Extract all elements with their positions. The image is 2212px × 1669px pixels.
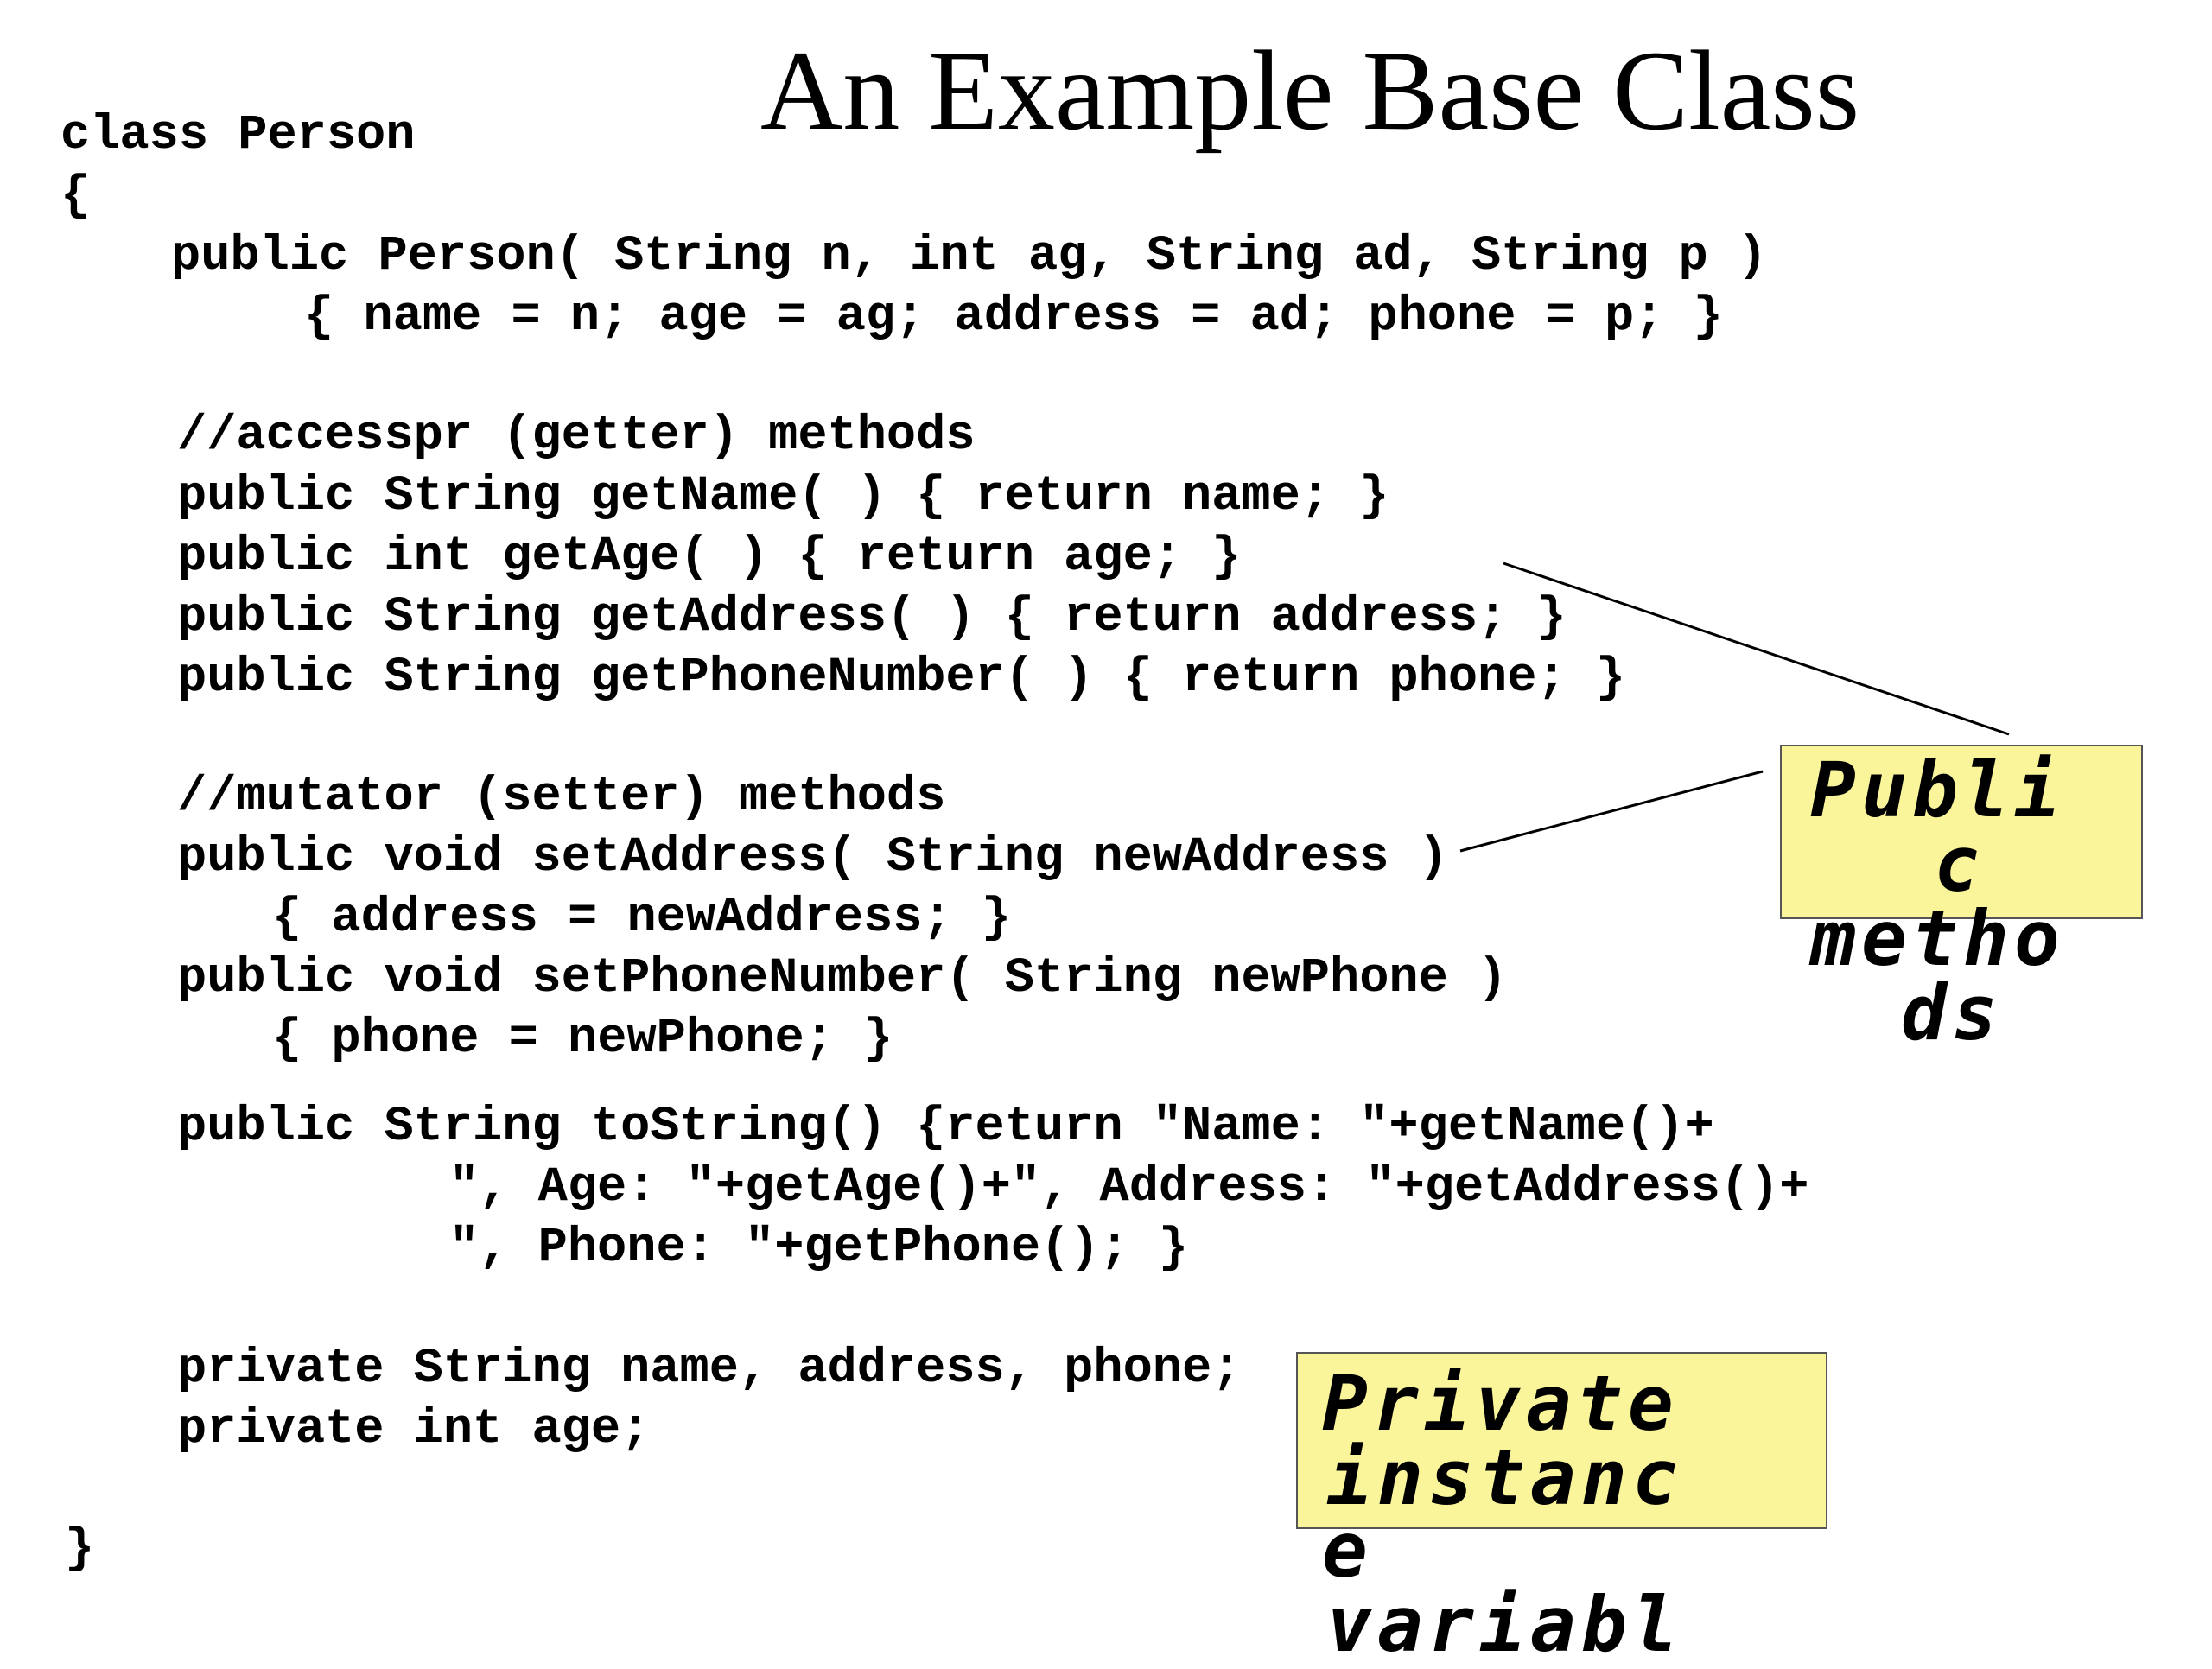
slide-title: An Example Base Class (760, 27, 1860, 154)
code-line: private String name, address, phone; (177, 1342, 1242, 1397)
public-methods-label-4: ds (1901, 968, 2003, 1057)
public-methods-callout-box (1780, 745, 2143, 919)
code-line: public String getName( ) { return name; … (177, 469, 1389, 524)
code-line: } (65, 1521, 95, 1577)
code-line: private int age; (177, 1402, 651, 1457)
code-line: public void setPhoneNumber( String newPh… (177, 951, 1508, 1006)
code-line: public String getPhoneNumber( ) { return… (177, 650, 1626, 706)
code-line: { (60, 168, 91, 224)
private-vars-callout-box (1296, 1352, 1827, 1529)
public-methods-label-2: c (1934, 820, 1985, 909)
connector-line-setter (1459, 770, 1764, 853)
connector-line-getter (1503, 562, 2010, 736)
private-vars-label-2: instanc (1326, 1433, 1683, 1522)
code-line: public Person( String n, int ag, String … (171, 229, 1768, 284)
code-line: public int getAge( ) { return age; } (177, 530, 1242, 585)
code-line: public String getAddress( ) { return add… (177, 590, 1567, 645)
code-line: { name = n; age = ag; address = ad; phon… (304, 289, 1723, 345)
code-line: public void setAddress( String newAddres… (177, 830, 1448, 885)
code-line: public String toString() {return "Name: … (177, 1100, 1714, 1155)
private-vars-label-4: variabl (1326, 1580, 1683, 1669)
public-methods-label-1: Publi (1810, 746, 2065, 834)
code-comment: //accesspr (getter) methods (177, 409, 976, 464)
code-line: { address = newAddress; } (272, 891, 1012, 946)
code-comment: //mutator (setter) methods (177, 770, 946, 825)
private-vars-label-3: e (1322, 1506, 1373, 1595)
private-vars-label-1: Private (1322, 1359, 1679, 1448)
public-methods-label-3: metho (1810, 894, 2065, 983)
code-line: ", Age: "+getAge()+", Address: "+getAddr… (449, 1160, 1809, 1215)
code-line: class Person (60, 108, 416, 163)
code-line: ", Phone: "+getPhone(); } (449, 1221, 1189, 1276)
code-line: { phone = newPhone; } (272, 1012, 893, 1067)
